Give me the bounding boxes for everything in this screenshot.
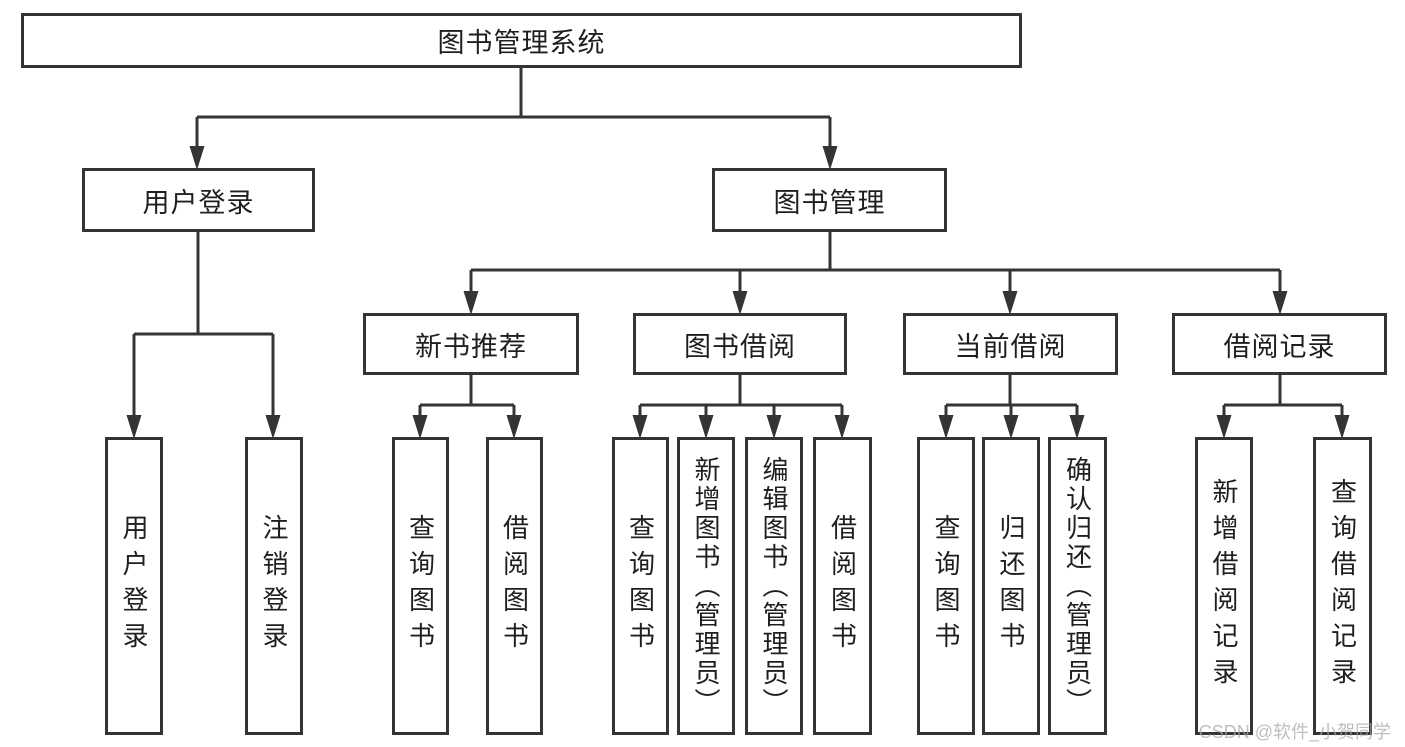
leaf-borrow-books-label: 借阅图书 [827,514,858,658]
leaf-borrow-books-recommend: 借阅图书 [486,437,543,735]
node-current-borrow-label: 当前借阅 [954,331,1067,362]
leaf-logout-label: 注销登录 [259,514,289,658]
node-borrow-records: 借阅记录 [1172,313,1387,375]
csdn-watermark: CSDN @软件_小贺同学 [1198,722,1391,742]
leaf-query-books-current: 查询图书 [917,437,975,735]
leaf-borrow-books: 借阅图书 [813,437,872,735]
node-book-management-label: 图书管理 [773,187,886,218]
node-book-borrow: 图书借阅 [633,313,847,375]
leaf-query-borrow-record: 查询借阅记录 [1313,437,1372,735]
leaf-logout: 注销登录 [245,437,303,735]
leaf-query-borrow-record-label: 查询借阅记录 [1327,478,1358,694]
leaf-add-borrow-record: 新增借阅记录 [1195,437,1253,735]
node-current-borrow: 当前借阅 [903,313,1118,375]
leaf-add-books-admin-label: 新增图书（管理员） [691,455,721,717]
leaf-user-login-label: 用户登录 [119,514,149,658]
arrowhead-icons [126,146,1350,439]
node-root: 图书管理系统 [21,13,1022,68]
leaf-return-books-label: 归还图书 [996,514,1026,658]
node-user-login-label: 用户登录 [142,187,255,218]
leaf-confirm-return-admin-label: 确认归还（管理员） [1062,455,1093,717]
leaf-borrow-books-recommend-label: 借阅图书 [499,514,530,658]
node-book-borrow-label: 图书借阅 [684,331,796,362]
node-book-management: 图书管理 [712,168,947,232]
node-new-book-recommend-label: 新书推荐 [415,331,527,362]
leaf-return-books: 归还图书 [982,437,1040,735]
leaf-add-borrow-record-label: 新增借阅记录 [1209,478,1239,694]
leaf-query-books-recommend: 查询图书 [392,437,449,735]
leaf-query-books-recommend-label: 查询图书 [405,514,436,658]
leaf-query-books-borrow-label: 查询图书 [625,514,656,658]
node-root-label: 图书管理系统 [437,28,606,58]
leaf-edit-books-admin: 编辑图书（管理员） [745,437,803,735]
leaf-query-books-current-label: 查询图书 [931,514,961,658]
leaf-edit-books-admin-label: 编辑图书（管理员） [759,455,789,717]
node-new-book-recommend: 新书推荐 [363,313,579,375]
node-user-login: 用户登录 [82,168,315,232]
leaf-add-books-admin: 新增图书（管理员） [677,437,735,735]
leaf-confirm-return-admin: 确认归还（管理员） [1048,437,1107,735]
leaf-query-books-borrow: 查询图书 [612,437,669,735]
node-borrow-records-label: 借阅记录 [1223,331,1336,362]
leaf-user-login: 用户登录 [105,437,163,735]
